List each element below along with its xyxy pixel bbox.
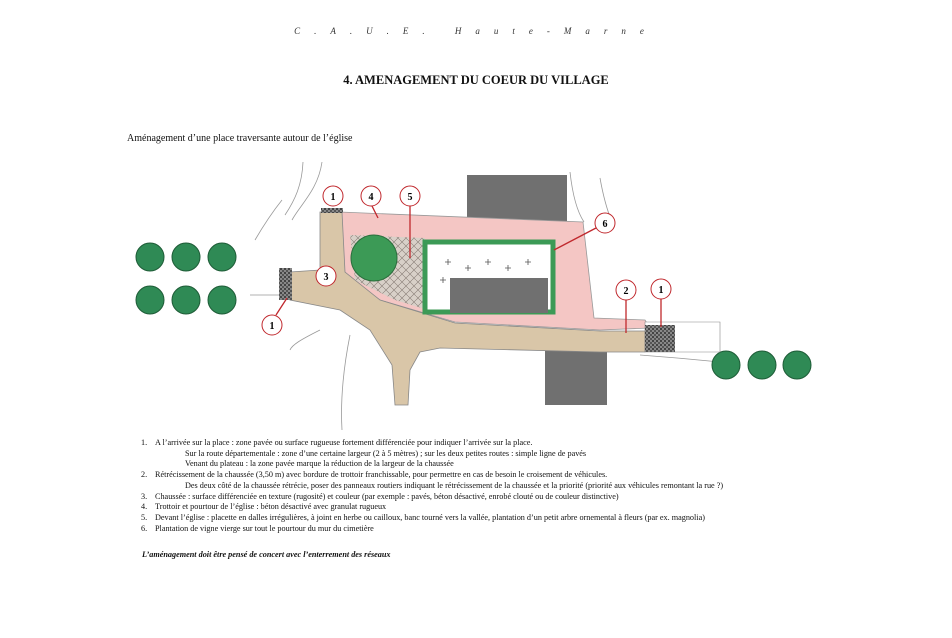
section-title: 4. AMENAGEMENT DU COEUR DU VILLAGE	[343, 73, 609, 87]
tree	[171, 285, 201, 315]
note-text: Trottoir et pourtour de l’église : béton…	[155, 502, 387, 512]
tree	[207, 285, 237, 315]
marker-1-north	[322, 185, 344, 207]
notes-list: 1. A l’arrivée sur la place : zone pavée…	[141, 438, 861, 534]
tree	[135, 285, 165, 315]
marker-6	[594, 212, 616, 234]
road-surface	[289, 211, 646, 406]
note-text: Chaussée : surface différenciée en textu…	[155, 491, 619, 501]
marker-4	[360, 185, 382, 207]
marker-4-label: 4	[369, 192, 374, 203]
building-south	[545, 350, 607, 405]
tree	[711, 350, 741, 380]
note-3: 3. Chaussée : surface différenciée en te…	[141, 492, 861, 503]
site-plan: 1 1 2 1 3 4 5 6	[135, 161, 812, 431]
building-north	[467, 175, 567, 223]
note-4: 4. Trottoir et pourtour de l’église : bé…	[141, 502, 861, 513]
note-2-sub-1: Des deux côté de la chaussée rétrécie, p…	[185, 480, 724, 490]
tree	[171, 242, 201, 272]
grave-crosses	[440, 259, 531, 283]
note-text: A l’arrivée sur la place : zone pavée ou…	[155, 438, 533, 447]
marker-1-west	[261, 314, 283, 336]
note-1-sub-2: Venant du plateau : la zone pavée marque…	[185, 459, 454, 469]
marker-2-label: 2	[624, 286, 629, 297]
tree-group-right	[711, 350, 812, 380]
tree	[207, 242, 237, 272]
note-1-sub-1: Sur la route départementale : zone d’une…	[185, 448, 587, 458]
paved-zone-east	[645, 325, 675, 352]
note-number: 3.	[141, 491, 148, 501]
marker-3-label: 3	[324, 272, 329, 283]
ornamental-tree	[350, 234, 398, 282]
church-building	[450, 278, 548, 313]
marker-5-label: 5	[408, 192, 413, 203]
document-header: C.A.U.E. Haute-Marne	[294, 26, 658, 36]
paved-zone-west	[279, 268, 292, 300]
note-number: 4.	[141, 502, 148, 512]
marker-1-east-label: 1	[659, 285, 664, 296]
tree	[747, 350, 777, 380]
plan-subtitle: Aménagement d’une place traversante auto…	[127, 133, 353, 144]
terrain-lines	[250, 161, 721, 431]
note-1: 1. A l’arrivée sur la place : zone pavée…	[141, 438, 861, 449]
marker-1-north-label: 1	[331, 192, 336, 203]
note-number: 5.	[141, 512, 148, 522]
note-text: Rétrécissement de la chaussée (3,50 m) a…	[155, 470, 608, 480]
note-2: 2. Rétrécissement de la chaussée (3,50 m…	[141, 470, 861, 481]
note-6: 6. Plantation de vigne vierge sur tout l…	[141, 524, 861, 535]
marker-1-west-label: 1	[270, 321, 275, 332]
note-number: 1.	[141, 438, 148, 447]
marker-6-label: 6	[603, 219, 608, 230]
tree	[135, 242, 165, 272]
note-5: 5. Devant l’église : placette en dalles …	[141, 513, 861, 524]
note-number: 2.	[141, 470, 148, 480]
note-text: Devant l’église : placette en dalles irr…	[155, 512, 705, 522]
tree	[782, 350, 812, 380]
note-text: Plantation de vigne vierge sur tout le p…	[155, 523, 374, 533]
paved-line-north	[321, 208, 343, 213]
plan-markers: 1 1 2 1 3 4 5 6	[261, 185, 672, 336]
note-number: 6.	[141, 523, 148, 533]
tree-group-left	[135, 242, 237, 315]
marker-3	[315, 265, 337, 287]
final-note: L’aménagement doit être pensé de concert…	[142, 550, 391, 559]
